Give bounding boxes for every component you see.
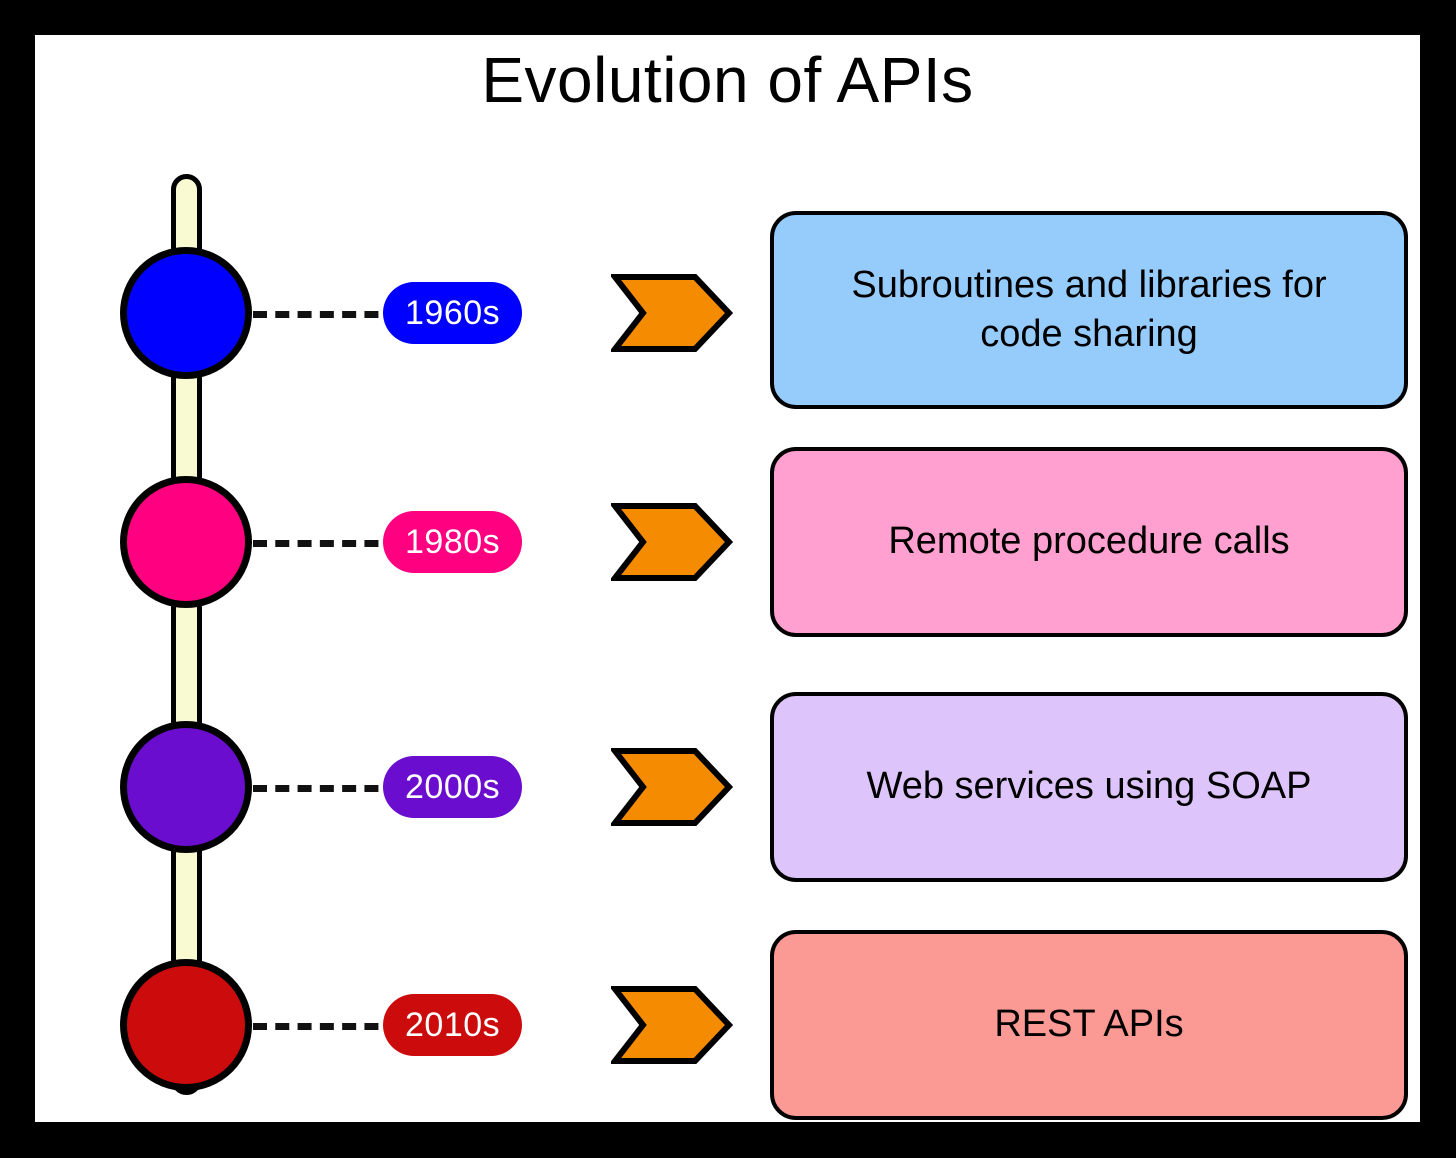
era-label-pill[interactable]: 2010s [383, 994, 523, 1056]
connector-dashed-line [253, 540, 423, 547]
chevron-arrow-icon [608, 985, 734, 1065]
description-box: Web services using SOAP [770, 692, 1408, 882]
diagram-page: Evolution of APIs 1960s 1980s 2000s 2010s S… [35, 35, 1420, 1122]
timeline-node-2000s[interactable] [120, 721, 252, 853]
chevron-arrow-icon [608, 502, 734, 582]
connector-dashed-line [253, 785, 423, 792]
timeline-node-2010s[interactable] [120, 959, 252, 1091]
timeline-node-1960s[interactable] [120, 247, 252, 379]
connector-dashed-line [253, 1023, 423, 1030]
timeline-node-1980s[interactable] [120, 476, 252, 608]
description-text: Remote procedure calls [888, 520, 1290, 563]
chevron-arrow-icon [608, 273, 734, 353]
description-box: Remote procedure calls [770, 447, 1408, 637]
description-text: Subroutines and libraries for code shari… [851, 263, 1327, 355]
description-text: REST APIs [994, 1003, 1184, 1046]
description-text: Web services using SOAP [866, 765, 1312, 808]
era-label-pill[interactable]: 1960s [383, 282, 523, 344]
description-box: Subroutines and libraries for code shari… [770, 211, 1408, 409]
era-label-pill[interactable]: 2000s [383, 756, 523, 818]
chevron-arrow-icon [608, 747, 734, 827]
description-box: REST APIs [770, 930, 1408, 1120]
connector-dashed-line [253, 311, 423, 318]
era-label-pill[interactable]: 1980s [383, 511, 523, 573]
page-title: Evolution of APIs [481, 44, 974, 116]
